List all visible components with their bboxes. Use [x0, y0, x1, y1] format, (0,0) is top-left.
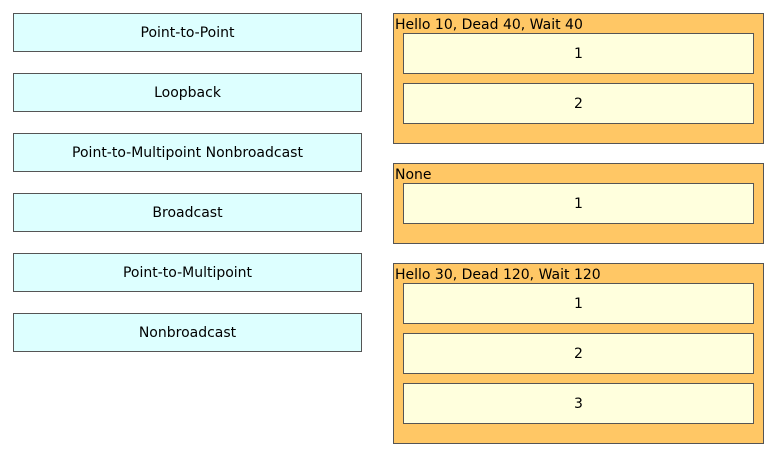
- target-group-label: Hello 10, Dead 40, Wait 40: [395, 17, 583, 33]
- target-group-label: None: [395, 167, 432, 183]
- drop-slot[interactable]: 2: [403, 83, 754, 124]
- drop-slot-number: 1: [574, 195, 583, 212]
- target-group-none: None 1: [393, 163, 764, 244]
- drop-slot-number: 3: [574, 395, 583, 412]
- drop-slot[interactable]: 1: [403, 283, 754, 324]
- target-group-hello-10: Hello 10, Dead 40, Wait 40 1 2: [393, 13, 764, 144]
- drop-slot-number: 2: [574, 345, 583, 362]
- drag-item-label: Point-to-Multipoint Nonbroadcast: [72, 144, 303, 161]
- drag-item-label: Broadcast: [152, 204, 223, 221]
- drop-slot-number: 2: [574, 95, 583, 112]
- drag-item-label: Nonbroadcast: [138, 324, 237, 341]
- drop-slot[interactable]: 1: [403, 183, 754, 224]
- drag-item-point-to-point[interactable]: Point-to-Point: [13, 13, 362, 52]
- drag-item-nonbroadcast[interactable]: Nonbroadcast: [13, 313, 362, 352]
- drag-item-label: Loopback: [154, 84, 221, 101]
- drag-item-point-to-multipoint-nonbroadcast[interactable]: Point-to-Multipoint Nonbroadcast: [13, 133, 362, 172]
- drag-item-label: Point-to-Point: [140, 24, 235, 41]
- drop-slot[interactable]: 3: [403, 383, 754, 424]
- drop-slot[interactable]: 1: [403, 33, 754, 74]
- drag-item-broadcast[interactable]: Broadcast: [13, 193, 362, 232]
- drop-slot[interactable]: 2: [403, 333, 754, 374]
- drop-slot-number: 1: [574, 295, 583, 312]
- drop-slot-number: 1: [574, 45, 583, 62]
- drag-item-point-to-multipoint[interactable]: Point-to-Multipoint: [13, 253, 362, 292]
- target-group-label: Hello 30, Dead 120, Wait 120: [395, 267, 601, 283]
- drag-item-label: Point-to-Multipoint: [122, 264, 253, 281]
- drag-item-loopback[interactable]: Loopback: [13, 73, 362, 112]
- target-group-hello-30: Hello 30, Dead 120, Wait 120 1 2 3: [393, 263, 764, 444]
